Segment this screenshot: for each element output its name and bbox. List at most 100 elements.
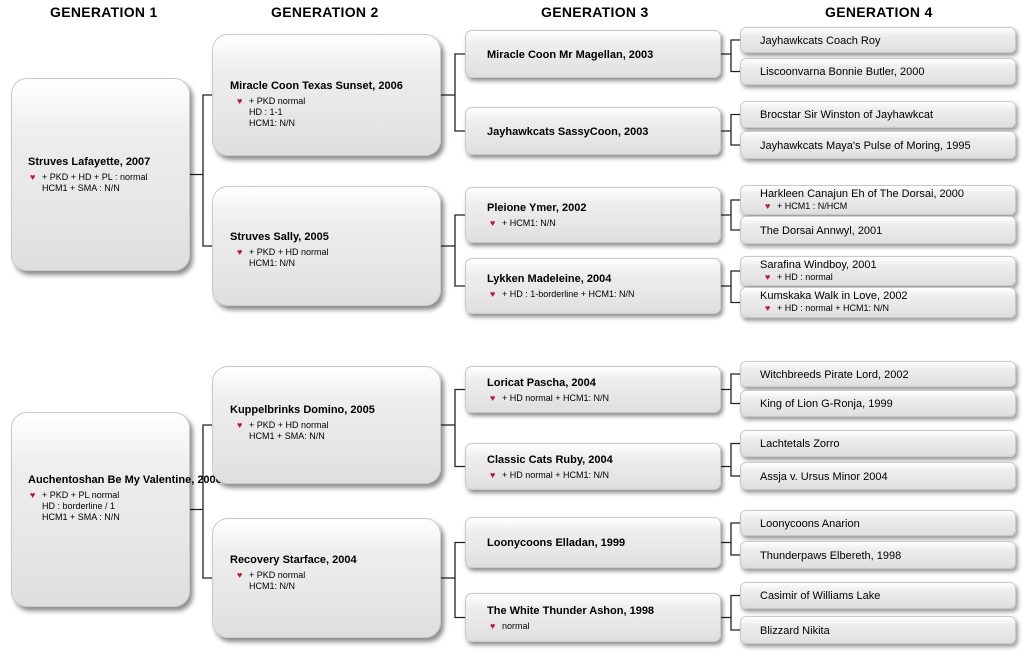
gen4-cat-box: Liscoonvarna Bonnie Butler, 2000 bbox=[740, 58, 1016, 85]
gen3-cat-box: Miracle Coon Mr Magellan, 2003 bbox=[465, 30, 721, 78]
gen4-cat-box: Jayhawkcats Maya's Pulse of Moring, 1995 bbox=[740, 131, 1016, 159]
heart-icon: ♥ bbox=[765, 272, 771, 282]
cat-name: Thunderpaws Elbereth, 1998 bbox=[760, 550, 902, 562]
connector-elbow bbox=[441, 214, 465, 287]
cat-name: The White Thunder Ashon, 1998 bbox=[487, 605, 655, 617]
gen1-cat-box: Struves Lafayette, 2007 ♥+ PKD + HD + PL … bbox=[11, 78, 190, 271]
health-detail-text: HCM1 + SMA : N/N bbox=[42, 183, 120, 193]
gen4-cat-box: Lachtetals Zorro bbox=[740, 430, 1016, 457]
gen4-cat-box: Brocstar Sir Winston of Jayhawkcat bbox=[740, 101, 1016, 128]
health-detail: ♥+ HCM1 : N/HCM bbox=[765, 201, 1015, 212]
health-detail: ♥+ PKD + HD normal bbox=[237, 420, 440, 431]
gen3-cat-box: Loricat Pascha, 2004♥+ HD normal + HCM1:… bbox=[465, 366, 721, 413]
health-detail: HD : borderline / 1 bbox=[30, 501, 189, 512]
cat-name: Struves Sally, 2005 bbox=[230, 231, 329, 243]
health-detail-text: + PKD + HD + PL : normal bbox=[42, 172, 148, 182]
cat-name: Loonycoons Anarion bbox=[760, 518, 860, 530]
health-detail-text: HCM1 + SMA : N/N bbox=[42, 512, 120, 522]
connector-elbow bbox=[721, 442, 740, 477]
connector-elbow bbox=[721, 199, 740, 231]
gen4-cat-box: King of Lion G-Ronja, 1999 bbox=[740, 390, 1016, 417]
cat-name: Kumskaka Walk in Love, 2002 bbox=[760, 290, 908, 302]
connector-elbow bbox=[190, 424, 212, 579]
health-detail: ♥ + HD normal + HCM1: N/N bbox=[490, 393, 720, 404]
cat-name: Witchbreeds Pirate Lord, 2002 bbox=[760, 369, 909, 381]
cat-name: Auchentoshan Be My Valentine, 2006 bbox=[28, 474, 222, 486]
gen4-cat-box: Assja v. Ursus Minor 2004 bbox=[740, 462, 1016, 490]
connector-elbow bbox=[441, 388, 465, 468]
cat-name: King of Lion G-Ronja, 1999 bbox=[760, 398, 893, 410]
header-generation-1: GENERATION 1 bbox=[50, 4, 158, 20]
health-detail: HCM1: N/N bbox=[237, 258, 440, 269]
heart-icon: ♥ bbox=[765, 303, 771, 313]
cat-name: Jayhawkcats Coach Roy bbox=[760, 35, 881, 47]
cat-name: Classic Cats Ruby, 2004 bbox=[487, 454, 613, 466]
health-detail-text: normal bbox=[502, 621, 530, 631]
health-detail-text: HD : 1-1 bbox=[249, 107, 283, 117]
cat-name: Lachtetals Zorro bbox=[760, 438, 840, 450]
health-detail-text: + HD : normal + HCM1: N/N bbox=[777, 303, 890, 313]
health-detail: ♥+ PKD normal bbox=[237, 570, 440, 581]
health-detail-text: HCM1: N/N bbox=[249, 118, 296, 128]
health-detail: ♥+ PKD + HD + PL : normal bbox=[30, 172, 189, 183]
header-generation-2: GENERATION 2 bbox=[271, 4, 379, 20]
gen3-cat-box: Jayhawkcats SassyCoon, 2003 bbox=[465, 107, 721, 155]
header-generation-4: GENERATION 4 bbox=[825, 4, 933, 20]
health-detail-text: HD : borderline / 1 bbox=[42, 501, 116, 511]
gen4-cat-box: Thunderpaws Elbereth, 1998 bbox=[740, 541, 1016, 569]
health-detail-text: + HD normal + HCM1: N/N bbox=[502, 470, 610, 480]
gen4-cat-box: The Dorsai Annwyl, 2001 bbox=[740, 216, 1016, 244]
health-detail-text: + PKD + HD normal bbox=[249, 247, 329, 257]
gen3-cat-box: Pleione Ymer, 2002♥+ HCM1: N/N bbox=[465, 187, 721, 243]
health-detail: HCM1 + SMA : N/N bbox=[30, 512, 189, 523]
gen3-cat-box: Loonycoons Elladan, 1999 bbox=[465, 517, 721, 568]
health-detail: HCM1: N/N bbox=[237, 581, 440, 592]
cat-name: Assja v. Ursus Minor 2004 bbox=[760, 471, 888, 483]
health-detail-text: + HD normal + HCM1: N/N bbox=[502, 393, 610, 403]
cat-name: Sarafina Windboy, 2001 bbox=[760, 259, 877, 271]
gen2-cat-box: Kuppelbrinks Domino, 2005♥+ PKD + HD nor… bbox=[212, 366, 441, 484]
connector-elbow bbox=[721, 270, 740, 304]
heart-icon: ♥ bbox=[237, 247, 243, 257]
heart-icon: ♥ bbox=[765, 201, 771, 211]
health-detail-text: + HCM1: N/N bbox=[502, 218, 556, 228]
gen1-cat-box: Auchentoshan Be My Valentine, 2006 ♥+ PKD… bbox=[11, 412, 222, 607]
cat-name: Struves Lafayette, 2007 bbox=[28, 156, 151, 168]
cat-name: Recovery Starface, 2004 bbox=[230, 554, 357, 566]
gen4-cat-box: Casimir of Williams Lake bbox=[740, 582, 1016, 609]
gen4-cat-box: Sarafina Windboy, 2001♥+ HD : normal bbox=[740, 256, 1016, 286]
heart-icon: ♥ bbox=[490, 621, 496, 631]
connector-elbow bbox=[721, 373, 740, 405]
health-detail-text: + PKD + HD normal bbox=[249, 420, 329, 430]
health-detail-text: + PKD normal bbox=[249, 96, 306, 106]
cat-name: Casimir of Williams Lake bbox=[760, 590, 881, 602]
cat-name: Miracle Coon Texas Sunset, 2006 bbox=[230, 80, 403, 92]
health-detail: HCM1 + SMA : N/N bbox=[30, 183, 189, 194]
heart-icon: ♥ bbox=[490, 393, 496, 403]
connector-elbow bbox=[190, 94, 212, 247]
heart-icon: ♥ bbox=[490, 289, 496, 299]
connector-elbow bbox=[721, 522, 740, 556]
gen4-cat-box: Kumskaka Walk in Love, 2002♥ + HD : norma… bbox=[740, 287, 1016, 318]
health-detail: ♥ + PKD + HD normal bbox=[237, 247, 440, 258]
gen4-cat-box: Harkleen Canajun Eh of The Dorsai, 2000♥… bbox=[740, 185, 1016, 215]
cat-name: The Dorsai Annwyl, 2001 bbox=[760, 225, 883, 237]
connector-elbow bbox=[441, 541, 465, 619]
health-detail: ♥ + HD : normal + HCM1: N/N bbox=[765, 303, 1015, 314]
cat-name: Blizzard Nikita bbox=[760, 625, 830, 637]
connector-elbow bbox=[721, 113, 740, 146]
health-detail-text: + PKD + PL normal bbox=[42, 490, 120, 500]
header-generation-3: GENERATION 3 bbox=[541, 4, 649, 20]
cat-name: Liscoonvarna Bonnie Butler, 2000 bbox=[760, 66, 925, 78]
health-detail: ♥ + HD normal + HCM1: N/N bbox=[490, 470, 720, 481]
cat-name: Jayhawkcats SassyCoon, 2003 bbox=[487, 126, 649, 138]
health-detail: ♥+ PKD + PL normal bbox=[30, 490, 189, 501]
health-detail: ♥+ HD : normal bbox=[765, 272, 1015, 283]
connector-elbow bbox=[441, 53, 465, 132]
heart-icon: ♥ bbox=[490, 470, 496, 480]
gen4-cat-box: Loonycoons Anarion bbox=[740, 510, 1016, 536]
health-detail: HD : 1-1 bbox=[237, 107, 440, 118]
health-detail: HCM1 + SMA: N/N bbox=[237, 431, 440, 442]
